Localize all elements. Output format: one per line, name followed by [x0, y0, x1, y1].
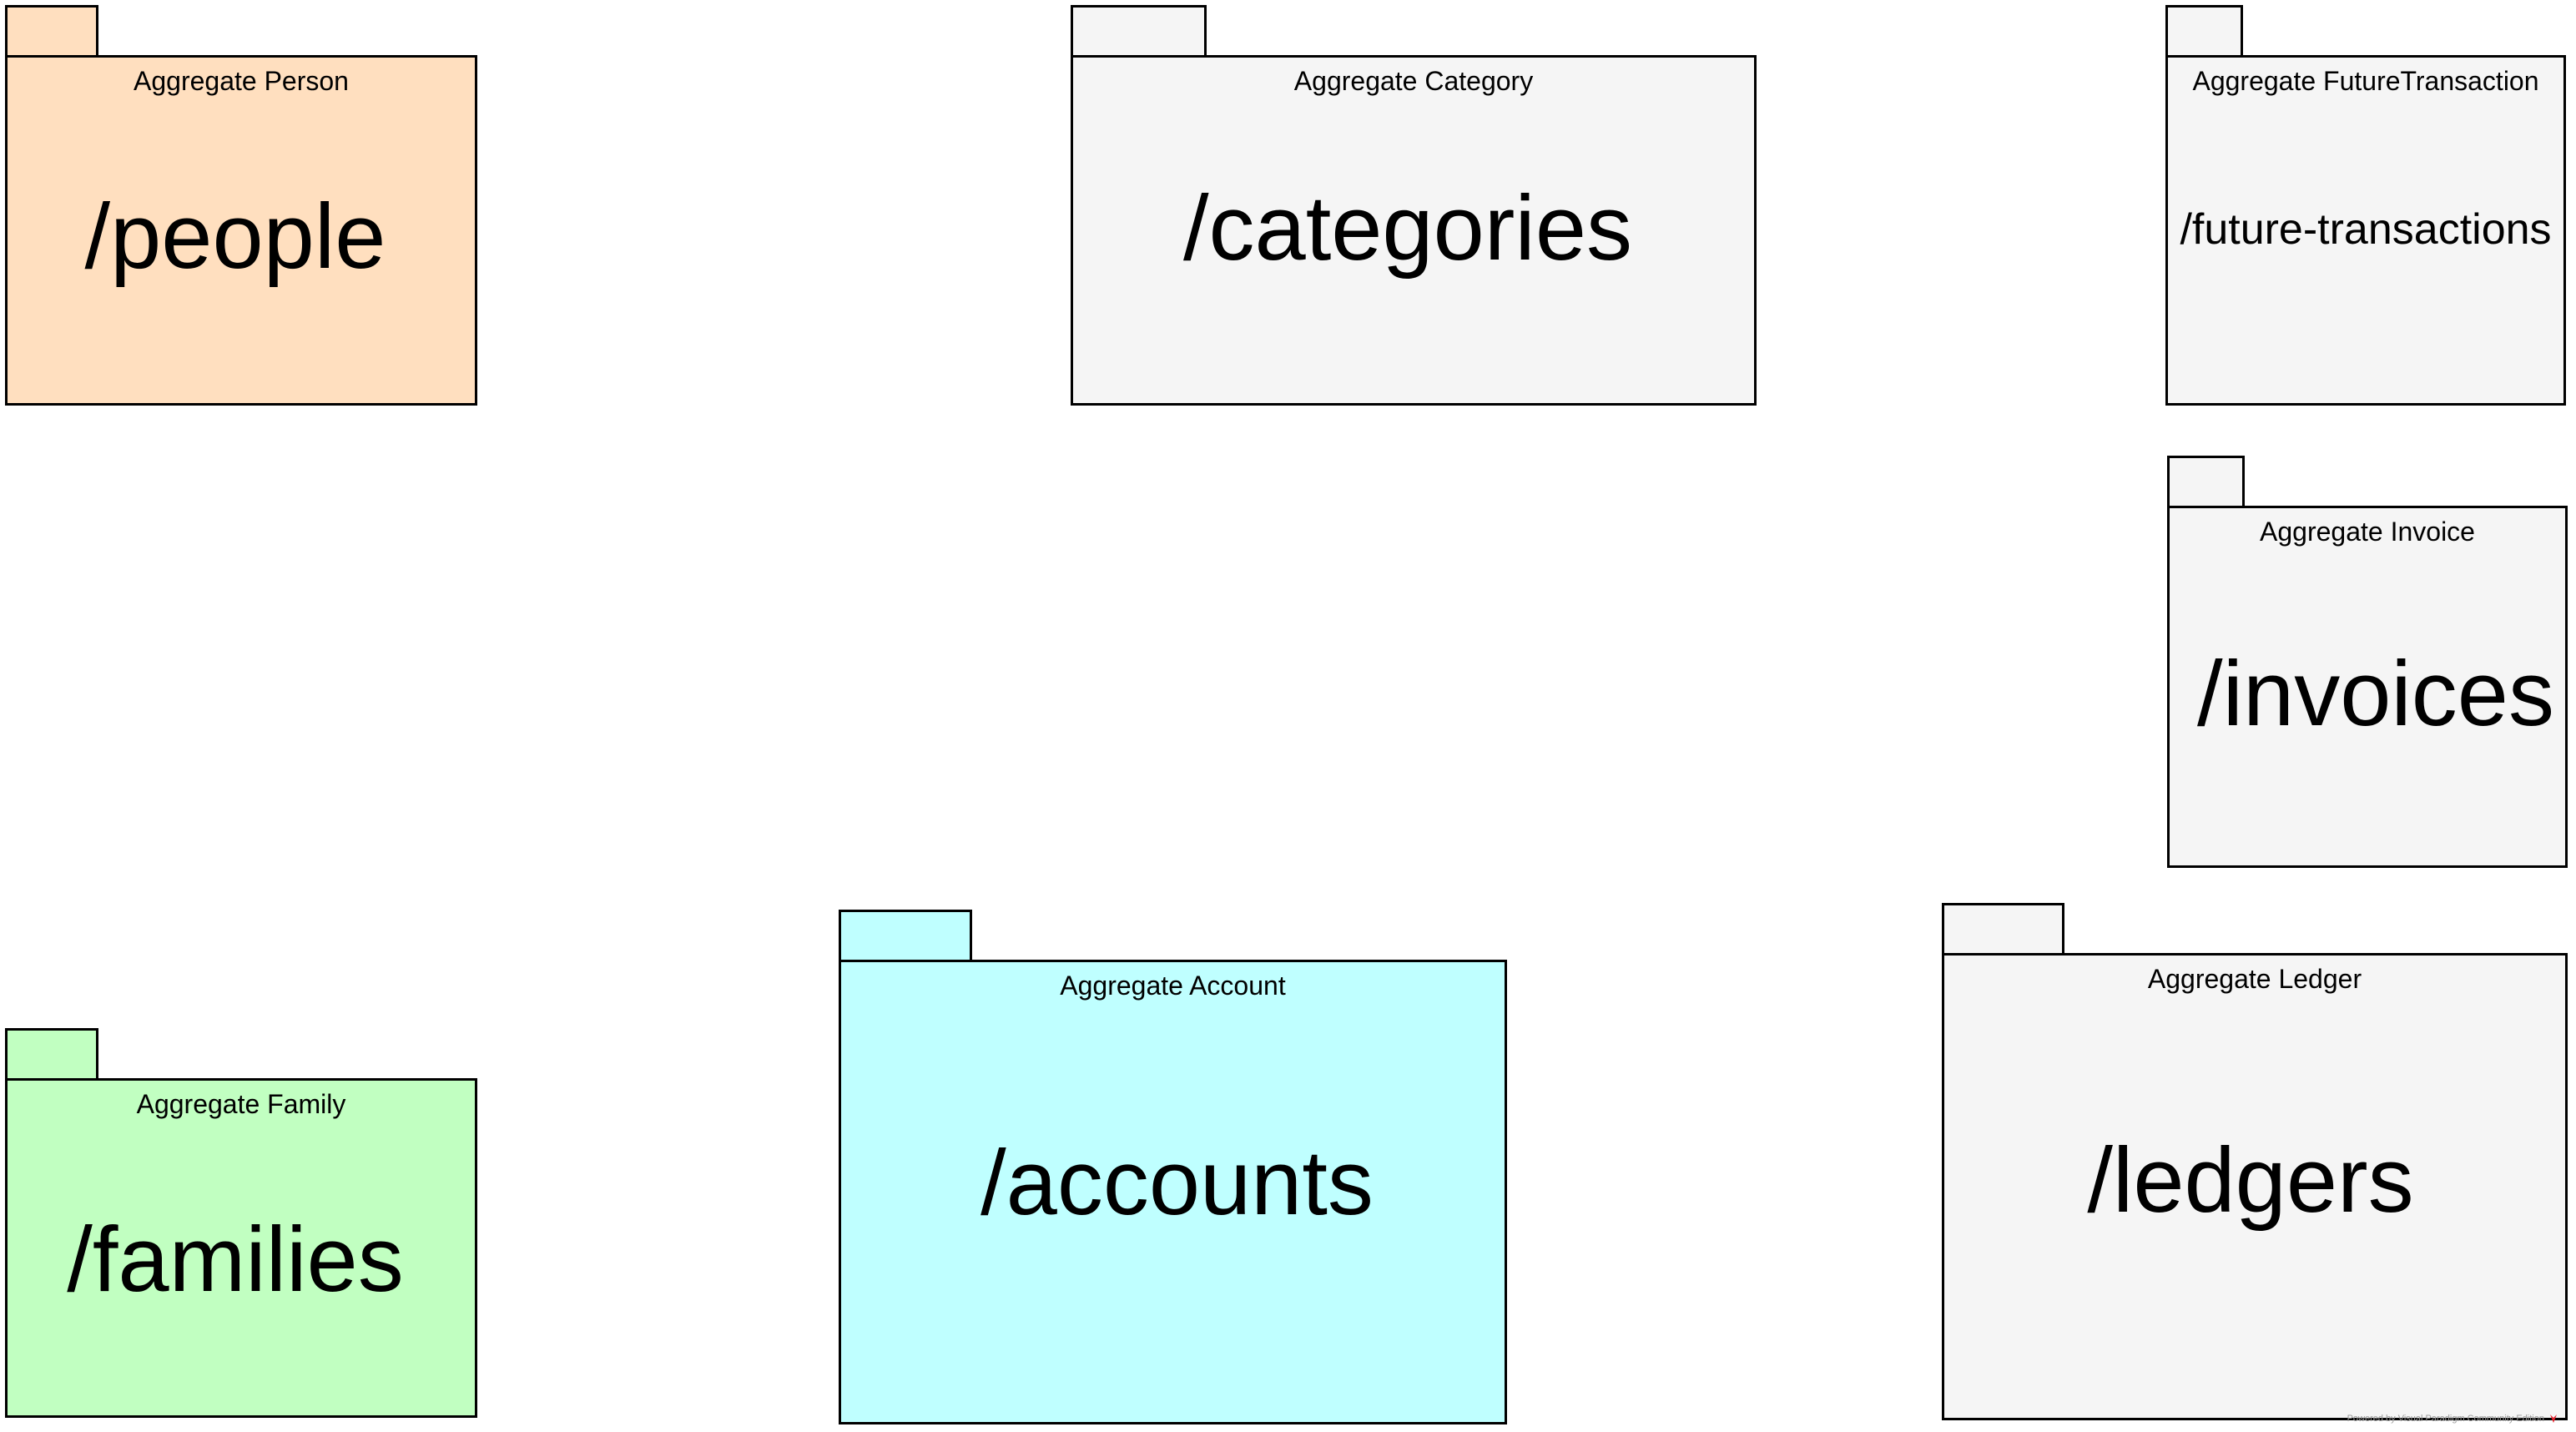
package-body: Aggregate Account /accounts [839, 960, 1507, 1424]
package-tab [5, 1028, 98, 1078]
package-caption: Aggregate Invoice [2260, 517, 2475, 547]
package-person[interactable]: Aggregate Person /people [5, 5, 477, 406]
package-body: Aggregate Family /families [5, 1078, 477, 1418]
package-caption: Aggregate Ledger [2147, 964, 2362, 994]
package-category[interactable]: Aggregate Category /categories [1071, 5, 1757, 406]
package-body: Aggregate FutureTransaction /future-tran… [2165, 55, 2566, 406]
package-endpoint: /accounts [980, 1132, 1374, 1234]
package-family[interactable]: Aggregate Family /families [5, 1028, 477, 1418]
package-body: Aggregate Category /categories [1071, 55, 1757, 406]
package-tab [1071, 5, 1207, 55]
package-invoice[interactable]: Aggregate Invoice /invoices [2167, 456, 2568, 868]
package-tab [2167, 456, 2245, 506]
watermark-text: Powered by Visual Paradigm Community Edi… [2347, 1414, 2544, 1424]
package-body: Aggregate Invoice /invoices [2167, 506, 2568, 868]
package-endpoint: /people [84, 185, 386, 288]
package-tab [5, 5, 98, 55]
package-tab [2165, 5, 2243, 55]
package-tab [1942, 903, 2064, 953]
package-endpoint: /ledgers [2087, 1129, 2414, 1232]
package-caption: Aggregate Account [1060, 971, 1286, 1001]
package-caption: Aggregate Family [136, 1089, 346, 1119]
package-caption: Aggregate Category [1293, 66, 1534, 96]
package-endpoint: /categories [1182, 177, 1633, 280]
package-endpoint: /families [67, 1208, 404, 1311]
package-endpoint: /invoices [2197, 643, 2554, 745]
package-account[interactable]: Aggregate Account /accounts [839, 910, 1507, 1424]
visual-paradigm-logo-icon [2550, 1414, 2557, 1423]
package-caption: Aggregate Person [134, 66, 349, 96]
package-tab [839, 910, 972, 960]
package-caption: Aggregate FutureTransaction [2192, 66, 2539, 96]
package-ledger[interactable]: Aggregate Ledger /ledgers [1942, 903, 2568, 1420]
package-body: Aggregate Person /people [5, 55, 477, 406]
package-endpoint: /future-transactions [2180, 205, 2552, 254]
package-body: Aggregate Ledger /ledgers [1942, 953, 2568, 1420]
package-future-transaction[interactable]: Aggregate FutureTransaction /future-tran… [2165, 5, 2566, 406]
